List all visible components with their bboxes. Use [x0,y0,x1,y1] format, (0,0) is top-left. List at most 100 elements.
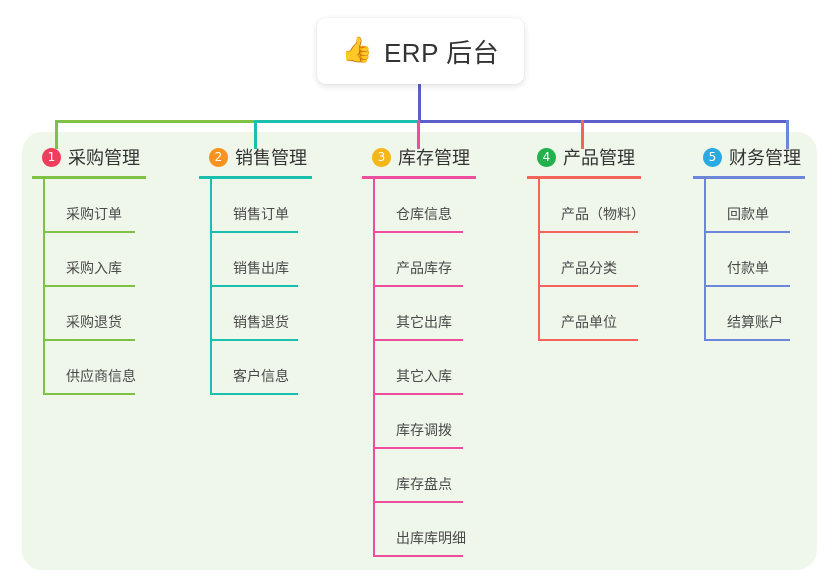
menu-item-rule [538,339,638,341]
menu-item[interactable]: 产品库存 [373,233,476,287]
menu-item-rule [373,231,463,233]
menu-item-label: 库存盘点 [396,476,452,492]
menu-item-rule [43,393,135,395]
column-header-4[interactable]: 4 产品管理 [527,144,641,170]
column-header-3[interactable]: 3 库存管理 [362,144,476,170]
column-spine [43,179,45,395]
menu-item[interactable]: 销售退货 [210,287,312,341]
menu-item-rule [373,393,463,395]
column-header-rule [199,176,312,179]
menu-item-rule [373,555,463,557]
menu-item[interactable]: 供应商信息 [43,341,146,395]
column-title: 销售管理 [235,148,307,168]
column-item-list: 仓库信息产品库存其它出库其它入库库存调拨库存盘点出库库明细 [373,179,476,557]
menu-item-rule [373,501,463,503]
menu-item-label: 供应商信息 [66,368,136,384]
column-采购管理: 1 采购管理采购订单采购入库采购退货供应商信息 [32,144,146,395]
connector-drop-1 [55,120,58,149]
menu-item[interactable]: 销售出库 [210,233,312,287]
menu-item[interactable]: 采购订单 [43,179,146,233]
menu-item-rule [704,339,790,341]
menu-item-rule [210,339,298,341]
menu-item-label: 销售出库 [233,260,289,276]
column-item-list: 销售订单销售出库销售退货客户信息 [210,179,312,395]
menu-item-rule [538,285,638,287]
menu-item[interactable]: 付款单 [704,233,805,287]
menu-item-rule [704,231,790,233]
column-库存管理: 3 库存管理仓库信息产品库存其它出库其它入库库存调拨库存盘点出库库明细 [362,144,476,557]
menu-item-rule [538,231,638,233]
menu-item-label: 仓库信息 [396,206,452,222]
diagram-panel-background [22,132,817,570]
column-header-1[interactable]: 1 采购管理 [32,144,146,170]
menu-item-label: 其它入库 [396,368,452,384]
menu-item[interactable]: 回款单 [704,179,805,233]
menu-item[interactable]: 其它入库 [373,341,476,395]
root-node-title: ERP 后台 [383,37,500,68]
connector-drop-2 [254,120,257,149]
connector-trunk-vertical [418,84,421,123]
menu-item-rule [704,285,790,287]
menu-item[interactable]: 采购退货 [43,287,146,341]
menu-item[interactable]: 库存调拨 [373,395,476,449]
column-title: 采购管理 [68,148,140,168]
menu-item-label: 产品单位 [561,314,617,330]
menu-item[interactable]: 仓库信息 [373,179,476,233]
connector-bar-segment-3 [417,120,788,123]
menu-item-label: 其它出库 [396,314,452,330]
column-title: 产品管理 [563,148,635,168]
column-title: 库存管理 [398,148,470,168]
menu-item[interactable]: 库存盘点 [373,449,476,503]
menu-item-label: 结算账户 [727,314,783,330]
menu-item-label: 回款单 [727,206,769,222]
menu-item[interactable]: 产品单位 [538,287,641,341]
menu-item-label: 客户信息 [233,368,289,384]
column-item-list: 产品（物料） 产品分类产品单位 [538,179,645,341]
menu-item[interactable]: 结算账户 [704,287,805,341]
connector-drop-5 [786,120,789,149]
column-item-list: 回款单付款单结算账户 [704,179,805,341]
root-node-content: 👍 ERP 后台 [342,33,499,70]
column-产品管理: 4 产品管理产品（物料） 产品分类产品单位 [527,144,645,341]
menu-item-label: 库存调拨 [396,422,452,438]
menu-item[interactable]: 客户信息 [210,341,312,395]
menu-item[interactable]: 其它出库 [373,287,476,341]
menu-item-label: 采购退货 [66,314,122,330]
menu-item-rule [43,285,135,287]
menu-item-label: 销售退货 [233,314,289,330]
column-badge-number: 3 [372,147,391,167]
menu-item-rule [210,231,298,233]
menu-item-rule [43,231,135,233]
column-header-rule [32,176,146,179]
menu-item[interactable]: 产品分类 [538,233,641,287]
menu-item-rule [43,339,135,341]
column-spine [538,179,540,341]
column-badge-number: 4 [537,147,556,167]
menu-item[interactable]: 产品（物料） [538,179,645,233]
menu-item-label: 产品库存 [396,260,452,276]
connector-bar-segment-2 [254,120,419,123]
menu-item-rule [373,339,463,341]
column-spine [373,179,375,557]
menu-item-label: 出库库明细 [396,530,466,546]
column-header-rule [362,176,476,179]
menu-item-label: 产品分类 [561,260,617,276]
menu-item[interactable]: 采购入库 [43,233,146,287]
menu-item[interactable]: 出库库明细 [373,503,476,557]
column-spine [704,179,706,341]
thumbs-up-icon: 👍 [341,35,373,64]
column-header-rule [693,176,805,179]
column-badge-number: 1 [42,147,61,167]
connector-bar-segment-1 [55,120,256,123]
menu-item-rule [373,285,463,287]
menu-item-rule [210,285,298,287]
menu-item-label: 付款单 [727,260,769,276]
root-node-erp-backend[interactable]: 👍 ERP 后台 [317,18,524,84]
connector-drop-4 [581,120,584,149]
column-item-list: 采购订单采购入库采购退货供应商信息 [43,179,146,395]
menu-item[interactable]: 销售订单 [210,179,312,233]
